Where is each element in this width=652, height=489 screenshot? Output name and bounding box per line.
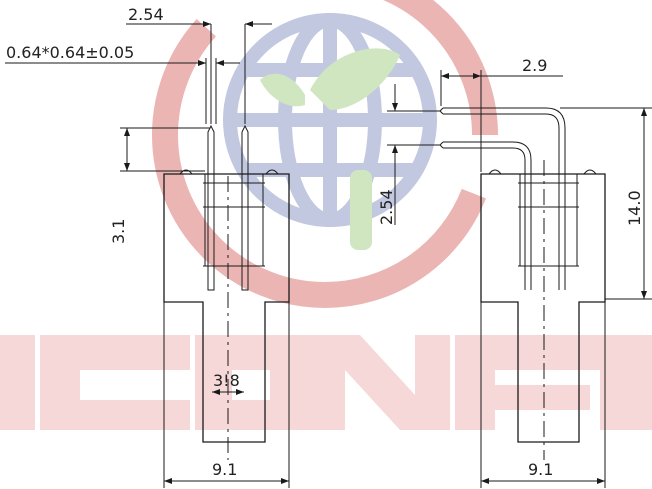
left-pin-1 [207,124,215,291]
watermark-leaf [260,48,400,250]
watermark-ring [152,0,498,308]
right-total-height-label: 14.0 [625,190,644,226]
pin-size-label: 0.64*0.64±0.05 [6,43,134,62]
left-pitch-label: 2.54 [128,5,164,24]
left-center-label: 3!8 [213,371,240,390]
right-view: 2.9 2.54 14.0 9.1 [377,56,652,488]
watermark-globe [223,13,437,227]
right-width-label: 9.1 [528,460,553,479]
left-pin-2 [241,124,249,291]
watermark-letters [0,335,652,430]
watermark-logo [0,0,652,430]
left-housing-outline [163,173,290,443]
right-offset-label: 2.9 [522,56,547,75]
right-housing-outline [480,173,606,443]
left-view: 2.54 0.64*0.64±0.05 3.1 3!8 9.1 [5,5,290,488]
left-height-label: 3.1 [109,219,128,244]
left-width-label: 9.1 [212,460,237,479]
right-pitch-label: 2.54 [377,189,396,225]
